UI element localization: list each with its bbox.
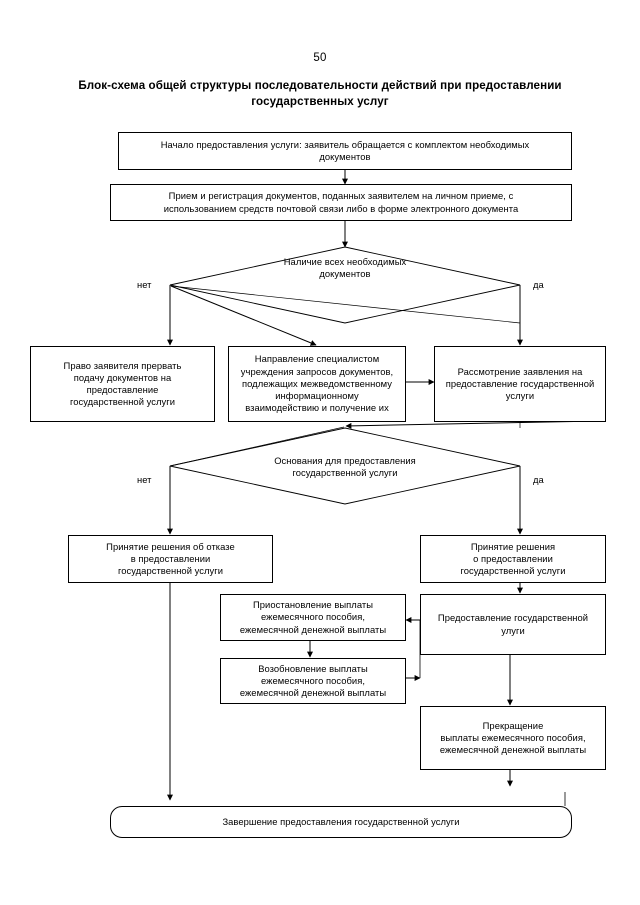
node-right-to-interrupt: Право заявителя прервать подачу документ… bbox=[30, 346, 215, 422]
decision-docs-branch-yes: да bbox=[533, 279, 544, 290]
page-title: Блок-схема общей структуры последователь… bbox=[78, 79, 562, 108]
node-suspension: Приостановление выплаты ежемесячного пос… bbox=[220, 594, 406, 641]
node-resumption: Возобновление выплаты ежемесячного пособ… bbox=[220, 658, 406, 704]
node-start-text: Начало предоставления услуги: заявитель … bbox=[160, 138, 530, 162]
node-service-delivery-text: Предоставление государственной улуги bbox=[437, 612, 589, 636]
node-interagency-requests-text: Направление специалистом учреждения запр… bbox=[240, 353, 394, 414]
node-right-to-interrupt-text: Право заявителя прервать подачу документ… bbox=[63, 359, 182, 408]
decision-grounds-branch-yes: да bbox=[533, 474, 544, 485]
decision-grounds-branch-no: нет bbox=[137, 474, 152, 485]
decision-docs-branch-no: нет bbox=[137, 279, 152, 290]
node-start: Начало предоставления услуги: заявитель … bbox=[118, 132, 572, 170]
node-intake-text: Прием и регистрация документов, поданных… bbox=[163, 190, 519, 214]
node-suspension-text: Приостановление выплаты ежемесячного пос… bbox=[239, 599, 387, 635]
node-service-delivery: Предоставление государственной улуги bbox=[420, 594, 606, 655]
node-intake: Прием и регистрация документов, поданных… bbox=[110, 184, 572, 221]
node-decision-refusal-text: Принятие решения об отказе в предоставле… bbox=[106, 540, 235, 577]
node-decision-refusal: Принятие решения об отказе в предоставле… bbox=[68, 535, 273, 583]
node-termination-text: Прекращение выплаты ежемесячного пособия… bbox=[439, 719, 587, 756]
node-interagency-requests: Направление специалистом учреждения запр… bbox=[228, 346, 406, 422]
node-decision-grant: Принятие решения о предоставлении госуда… bbox=[420, 535, 606, 583]
decision-docs-label: Наличие всех необходимых документов bbox=[283, 256, 407, 280]
node-termination: Прекращение выплаты ежемесячного пособия… bbox=[420, 706, 606, 770]
node-finish-text: Завершение предоставления государственно… bbox=[222, 815, 460, 827]
node-review-application: Рассмотрение заявления на предоставление… bbox=[434, 346, 606, 422]
node-decision-grant-text: Принятие решения о предоставлении госуда… bbox=[460, 540, 566, 577]
node-resumption-text: Возобновление выплаты ежемесячного пособ… bbox=[239, 662, 387, 699]
decision-grounds-label: Основания для предоставления государстве… bbox=[274, 455, 416, 479]
node-finish: Завершение предоставления государственно… bbox=[110, 806, 572, 838]
node-review-application-text: Рассмотрение заявления на предоставление… bbox=[445, 365, 595, 402]
page-number: 50 bbox=[313, 52, 327, 64]
